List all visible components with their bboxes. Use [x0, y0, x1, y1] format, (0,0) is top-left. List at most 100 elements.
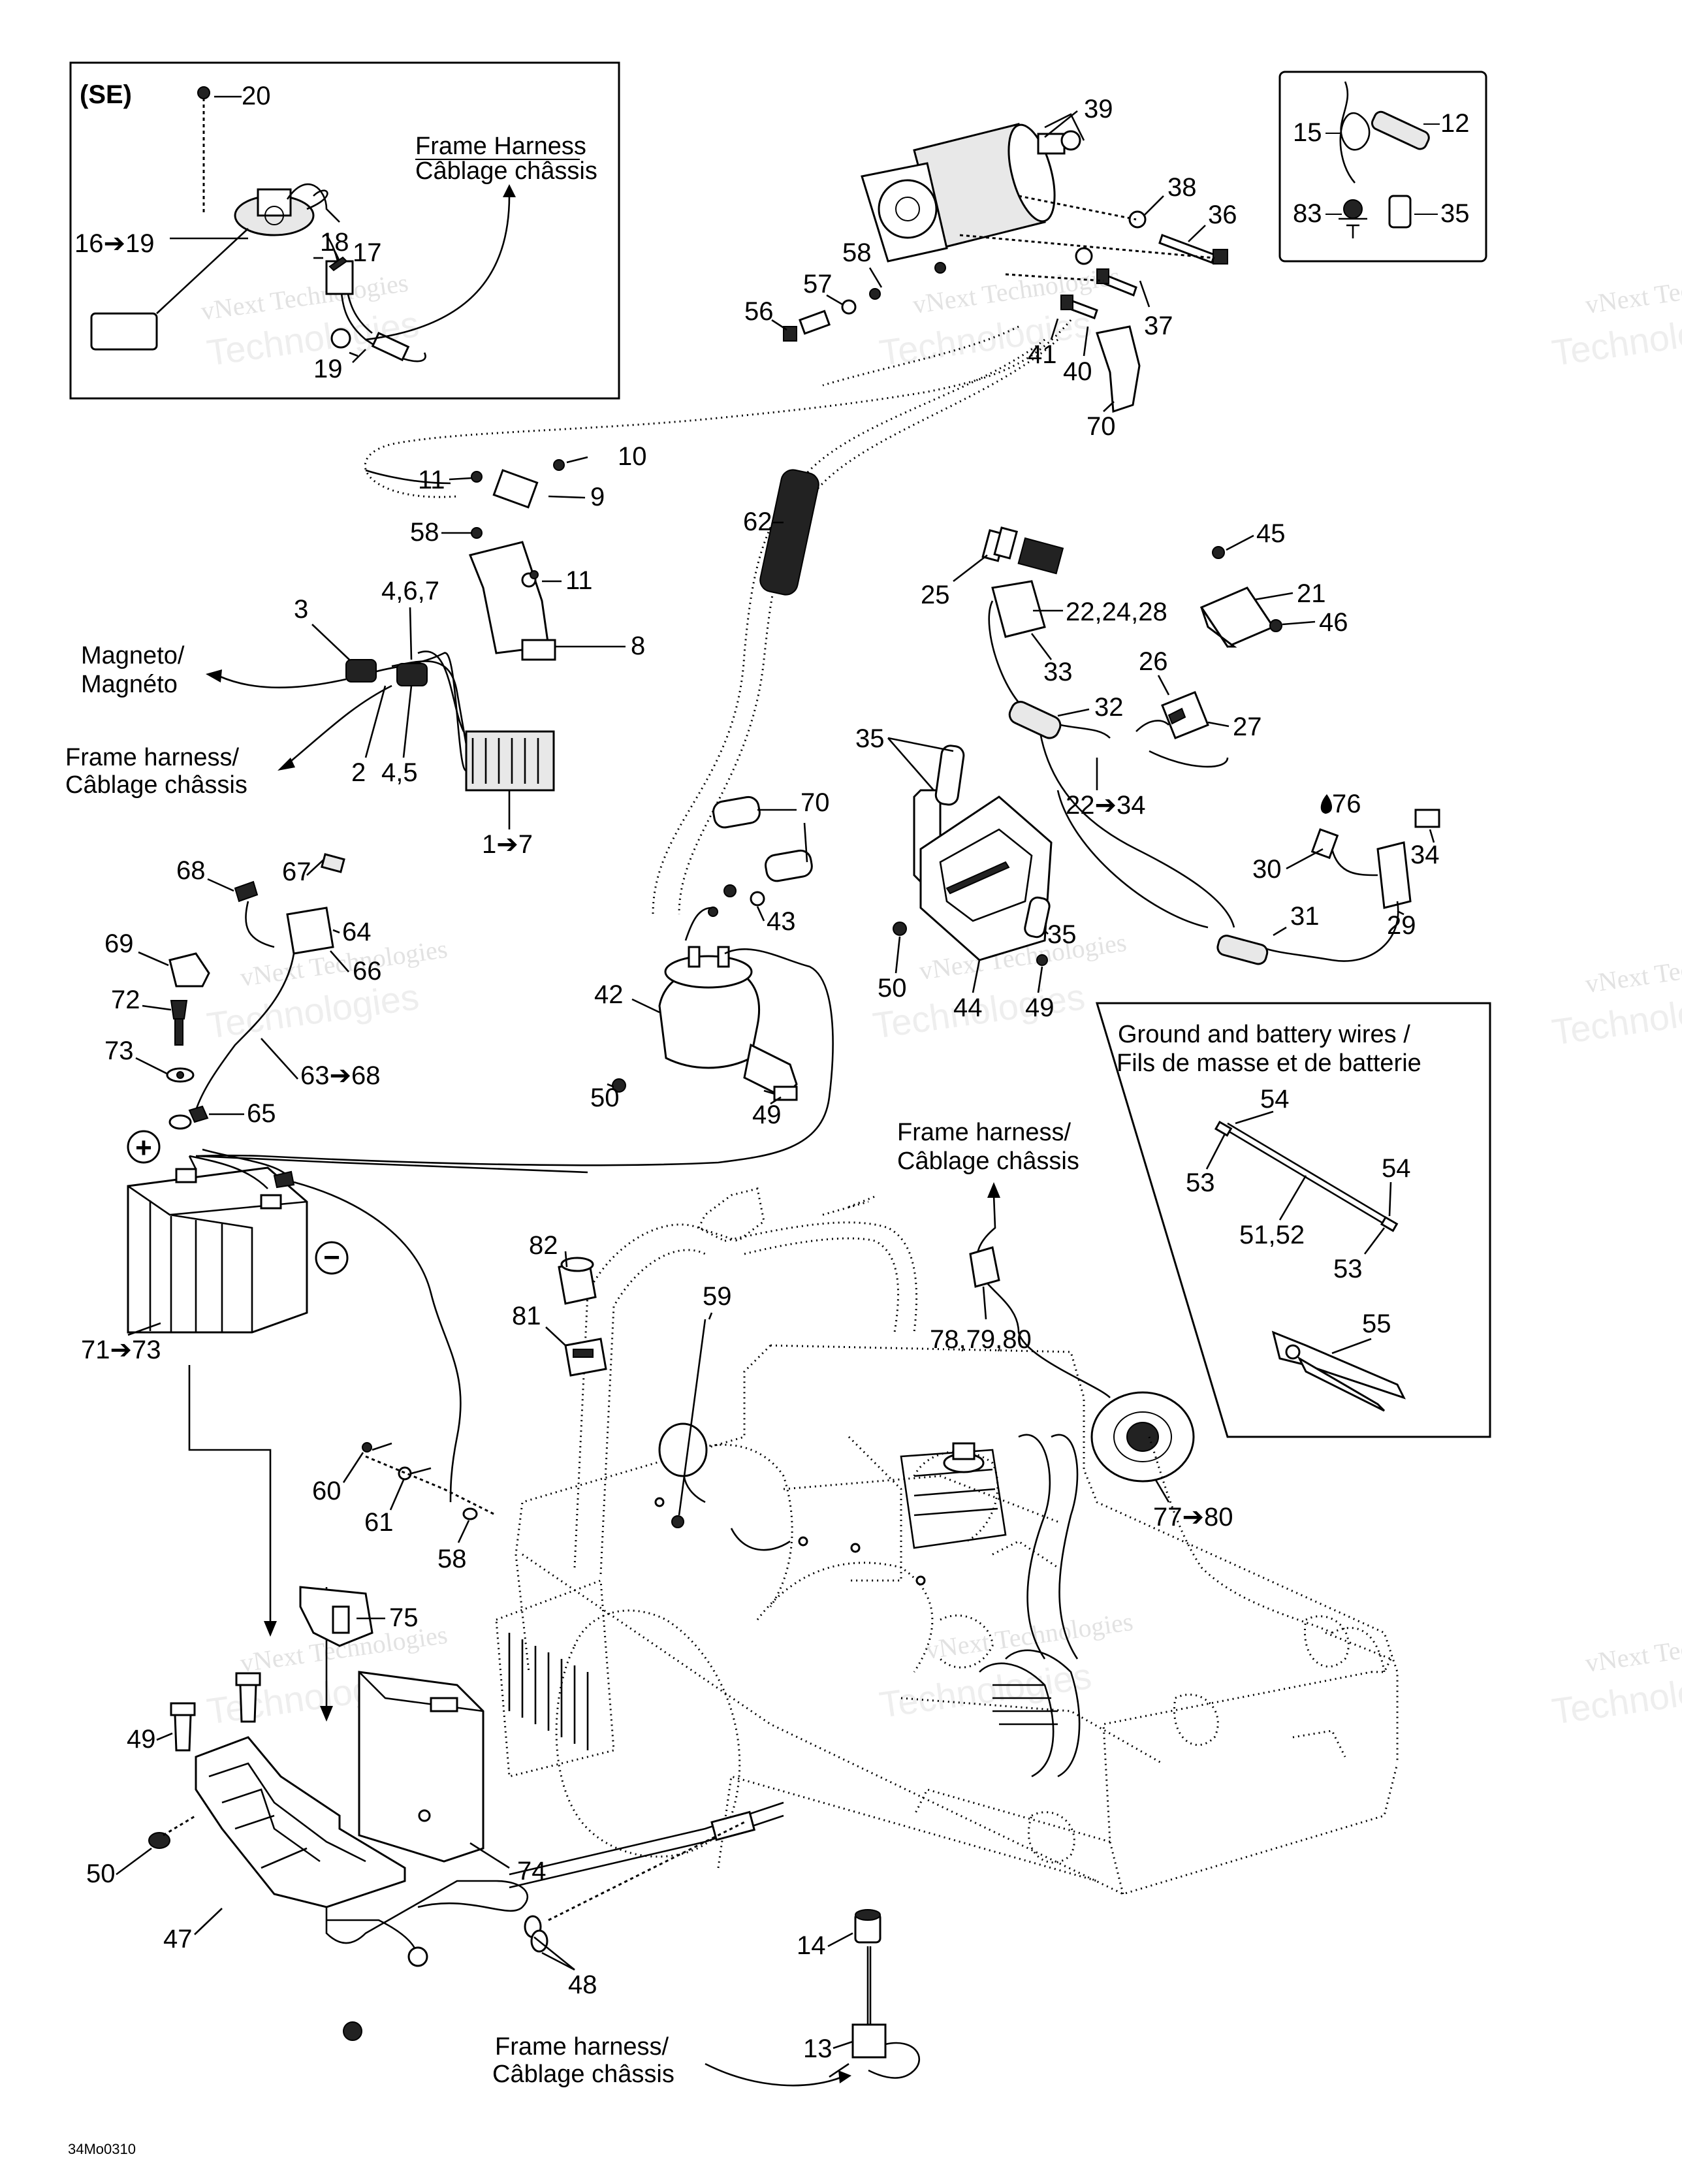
callout-label: 33 [1043, 658, 1073, 686]
fuse-icon [1414, 809, 1440, 828]
battery-tray-assembly: 75 49 74 50 47 48 [86, 1365, 745, 2041]
starter-cable: 62 [364, 319, 1072, 915]
callout-label: 71➔73 [81, 1336, 161, 1364]
kit-label: 83 [1293, 199, 1322, 228]
callout-label: 76 [1332, 790, 1361, 818]
callout-label: 48 [568, 1970, 597, 1999]
callout-label: 17 [353, 238, 382, 267]
caption-text: Magneto/ [81, 642, 185, 669]
callout-label: 22➔34 [1066, 791, 1146, 820]
callout-label: 49 [127, 1725, 156, 1754]
terminal-boot-icon [712, 795, 761, 829]
watermark-text: Technologies [877, 1655, 1094, 1726]
callout-label: 68 [176, 856, 206, 885]
callout-label: 27 [1233, 713, 1262, 741]
watermark-text: Technologies [204, 976, 421, 1046]
callout-label: 58 [410, 518, 439, 547]
callout-label: 39 [1084, 95, 1113, 123]
callout-label: 36 [1208, 201, 1237, 229]
fuse-relay-assembly: 45 25 22,24,28 21 46 33 26 32 27 22➔34 7… [921, 519, 1440, 965]
callout-label: 43 [767, 907, 796, 936]
callout-label: 40 [1063, 357, 1092, 386]
callout-label: 38 [1167, 173, 1197, 202]
callout-label: 44 [953, 993, 983, 1022]
callout-label: 22,24,28 [1066, 598, 1167, 626]
callout-label: 3 [294, 595, 308, 624]
callout-label: 4,6,7 [381, 577, 439, 605]
starter-motor-assembly: 39 38 36 58 57 56 37 41 40 70 [744, 95, 1237, 441]
callout-label: 21 [1297, 579, 1326, 608]
connector-icon [1388, 195, 1412, 229]
callout-label: 34 [1410, 841, 1440, 869]
battery: + − 71➔73 [81, 1130, 588, 1503]
sleeve-icon [1371, 110, 1430, 150]
crimping-tool-icon [1271, 1330, 1406, 1400]
callout-label: 31 [1290, 902, 1320, 931]
ground-box-label: 54 [1382, 1154, 1411, 1183]
ground-box-label: 51,52 [1239, 1221, 1305, 1249]
callout-label: 11 [565, 566, 593, 595]
connector-icon [396, 663, 428, 686]
relay-icon [1161, 691, 1209, 739]
vehicle-frame [495, 1187, 1399, 1895]
kit-label: 12 [1440, 109, 1470, 138]
callout-label: 73 [104, 1036, 134, 1065]
inset-se-box: (SE) Frame Harness Câblage châssis 20 16… [69, 61, 620, 400]
fuse-holder-icon [1376, 841, 1412, 909]
caption-text: Câblage châssis [897, 1148, 1079, 1175]
regulator-bracket-assembly: 11 10 9 58 11 4,6,7 3 8 2 4,5 1➔7 Magnet… [65, 442, 647, 859]
mounting-plate-icon [919, 795, 1053, 961]
callout-label: 49 [752, 1100, 782, 1129]
terminal-boot-icon [168, 952, 210, 988]
callout-label: 13 [803, 2034, 833, 2063]
callout-label: 77➔80 [1153, 1503, 1233, 1532]
callout-label: 58 [437, 1545, 467, 1573]
caption-text: Frame harness/ [495, 2033, 669, 2061]
connector-icon [969, 1246, 1000, 1288]
battery-cables: 67 68 64 69 66 72 73 63➔68 65 [104, 853, 382, 1130]
minus-symbol: − [323, 1242, 340, 1274]
mid-mount-parts: 82 59 81 60 61 58 [312, 1231, 732, 1573]
callout-label: 4,5 [381, 758, 418, 787]
kit-label: 35 [1440, 199, 1470, 228]
callout-label: 56 [744, 297, 774, 326]
bracket-icon [468, 541, 550, 654]
trigger-sensor-assembly: Frame harness/ Câblage châssis 78,79,80 … [897, 1119, 1233, 1532]
figure-code: 34Mo0310 [68, 2141, 136, 2157]
terminal-boot-icon [765, 849, 813, 882]
ground-box-label: 54 [1260, 1085, 1290, 1114]
caption-text: Magnéto [81, 671, 178, 698]
callout-label: 16➔19 [74, 229, 155, 258]
ground-box-label: 53 [1186, 1168, 1215, 1197]
callout-label: 59 [703, 1282, 732, 1311]
callout-label: 20 [242, 82, 271, 110]
callout-label: 50 [878, 974, 907, 1003]
callout-label: 70 [801, 788, 830, 817]
caption-text: Frame harness/ [65, 744, 240, 771]
callout-label: 32 [1094, 693, 1124, 722]
callout-label: 10 [618, 442, 647, 471]
inset-se-title: (SE) [80, 80, 132, 109]
callout-label: 25 [921, 581, 950, 609]
watermark-text: vNext Technologies [1583, 940, 1682, 999]
regulator-icon [465, 730, 555, 792]
callout-label: 67 [282, 858, 311, 886]
callout-label: 62 [743, 507, 772, 536]
sensor-icon [851, 2023, 887, 2059]
caption-text: Câblage châssis [65, 771, 247, 799]
hardware-kit-box: 15 12 83 35 [1278, 71, 1487, 263]
inset-se-caption: Frame Harness [415, 133, 586, 160]
protective-sleeve-icon [759, 469, 819, 596]
callout-label: 2 [351, 758, 366, 787]
screw-icon [197, 86, 210, 99]
callout-label: 30 [1252, 855, 1282, 884]
callout-label: 57 [803, 270, 833, 298]
relay-icon [1199, 586, 1275, 648]
inset-se-caption: Câblage châssis [415, 157, 597, 185]
float-icon [90, 312, 158, 351]
callout-label: 47 [163, 1925, 193, 1953]
ground-box-title: Ground and battery wires / [1118, 1021, 1410, 1048]
callout-label: 8 [631, 632, 645, 660]
callout-label: 81 [512, 1302, 541, 1330]
